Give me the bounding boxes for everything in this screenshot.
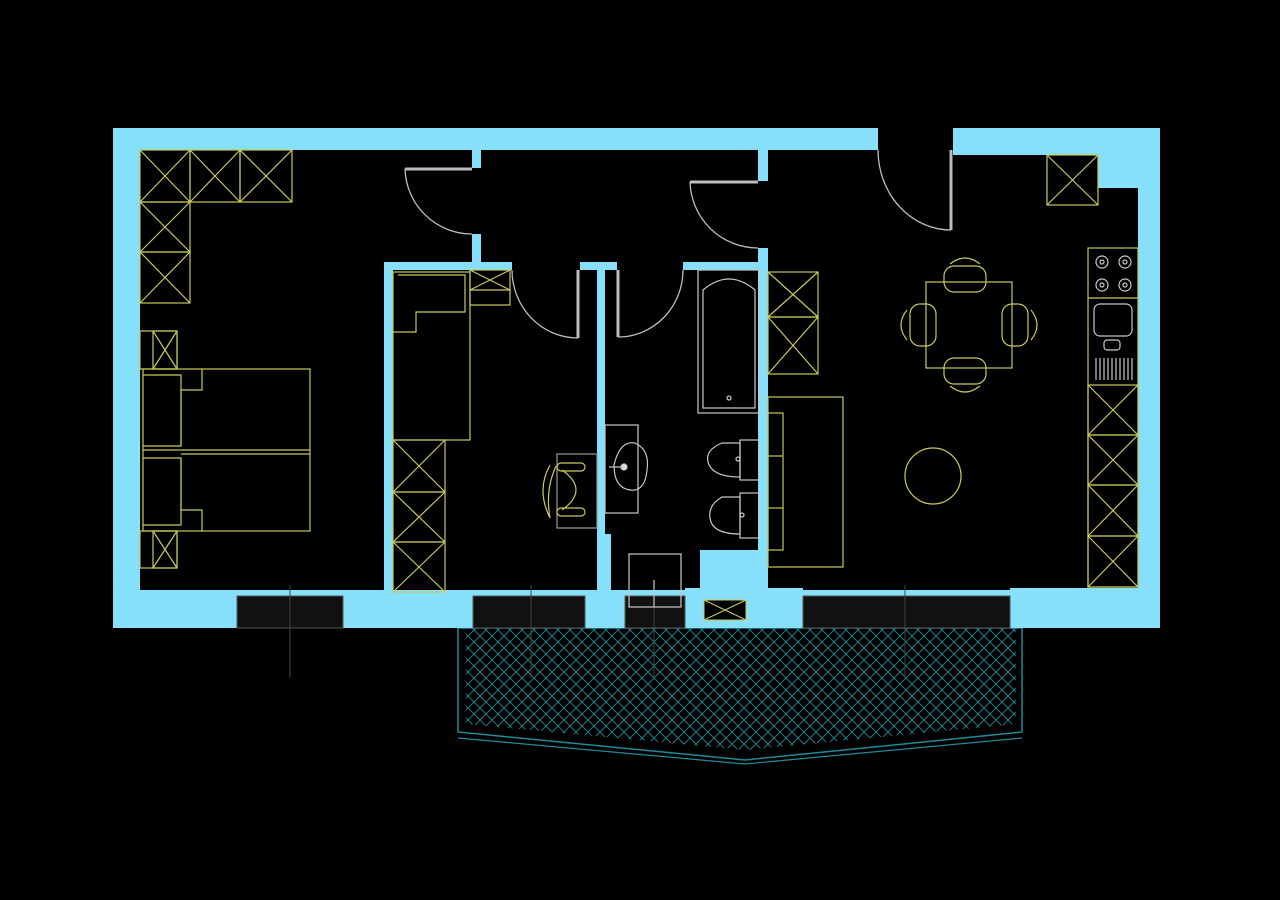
balcony (457, 627, 1023, 765)
living-partition (758, 248, 768, 592)
shelf-unit (469, 269, 511, 306)
chair (943, 257, 987, 293)
window (472, 595, 586, 629)
walls (113, 128, 1160, 678)
living-door-arc (689, 181, 759, 249)
pier (685, 588, 803, 596)
pier (585, 592, 625, 596)
entrance-opening (878, 128, 953, 152)
study-top-wall (384, 262, 512, 270)
kitchen-counter (1087, 247, 1139, 588)
bath-partition-lower (597, 534, 611, 594)
chair (1001, 303, 1038, 347)
refrigerator (1046, 154, 1099, 206)
chair (943, 357, 987, 393)
bidet[interactable] (709, 492, 761, 539)
bath-block (700, 550, 768, 595)
wall-notch (1098, 150, 1138, 188)
desk-chair (542, 453, 598, 529)
living-room (767, 154, 1139, 588)
bath-partition (597, 262, 605, 534)
study (392, 269, 598, 593)
toilet[interactable] (706, 439, 761, 481)
bath-door-arc (617, 269, 684, 338)
double-bed (142, 368, 311, 532)
bedroom-door-stub-top (472, 150, 481, 168)
bedroom-door-stub-bottom (472, 234, 481, 264)
window (802, 595, 1011, 629)
living-door-stub-top (758, 150, 768, 181)
study-door-arc (511, 269, 579, 339)
pier (1010, 588, 1160, 596)
bedroom (139, 149, 311, 569)
kitchen-sink[interactable] (1093, 303, 1133, 380)
wardrobe (139, 149, 293, 304)
dining-table[interactable] (900, 257, 1038, 393)
vent-box-x (703, 599, 747, 621)
entrance-door-arc (877, 149, 952, 231)
bathroom (604, 269, 761, 608)
doors (404, 149, 953, 339)
cabinet (767, 271, 819, 375)
interior-space (140, 150, 1138, 592)
bathtub[interactable] (697, 269, 761, 414)
window (624, 595, 686, 629)
bath-top-wall-right (683, 262, 768, 270)
sofa[interactable] (767, 396, 844, 568)
study-left-wall (384, 262, 393, 592)
wardrobe (392, 439, 446, 593)
round-coffee-table[interactable] (904, 447, 962, 505)
pier (340, 592, 472, 598)
washing-machine[interactable] (628, 553, 682, 608)
stove[interactable] (1095, 255, 1132, 292)
chair (900, 303, 937, 347)
washbasin[interactable] (604, 424, 649, 514)
bedroom-door-arc (404, 168, 473, 235)
